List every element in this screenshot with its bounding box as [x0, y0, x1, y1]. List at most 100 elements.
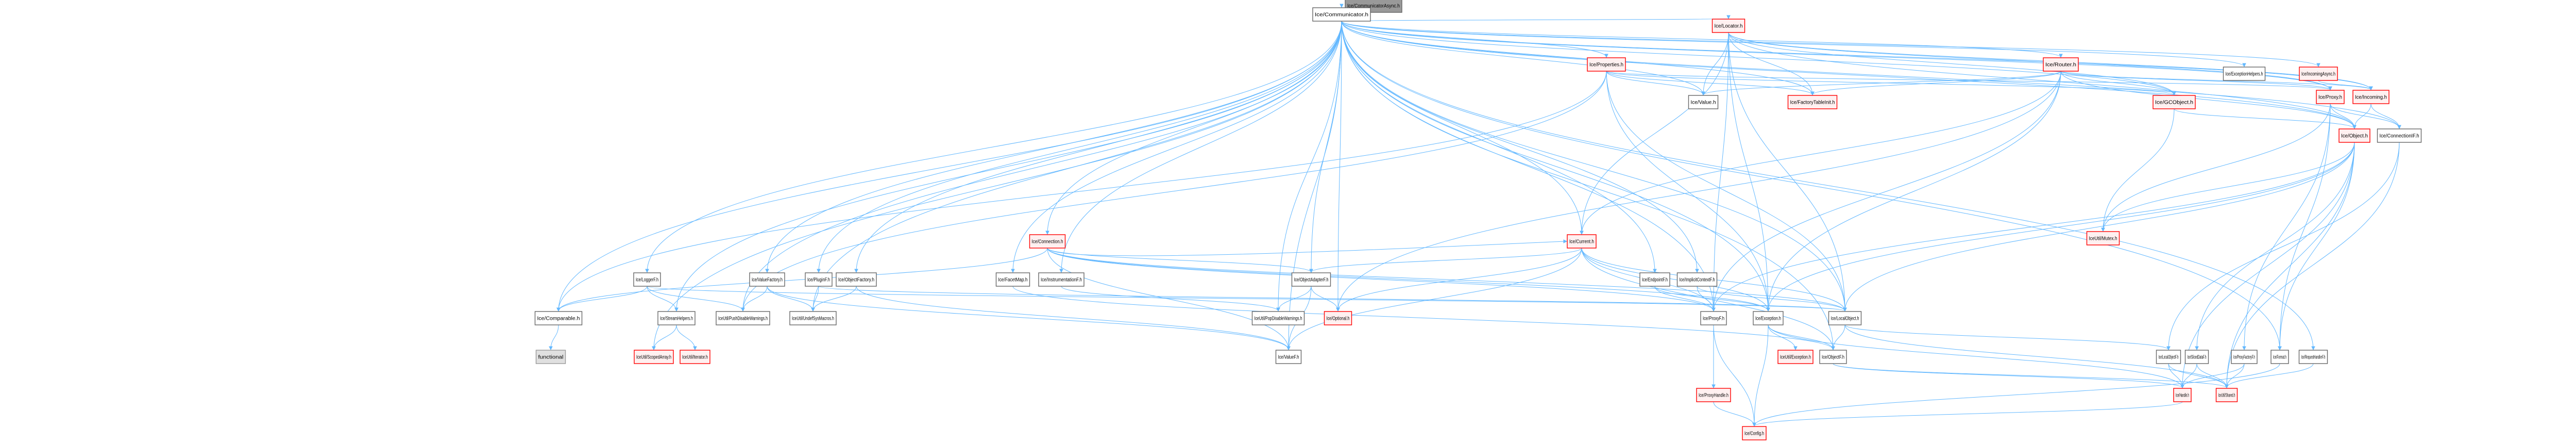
node-exchelpers[interactable]: Ice/ExceptionHelpers.h: [2223, 67, 2266, 81]
edge-router-to-gcobject: [2060, 71, 2175, 95]
arrowhead-objectadapterf: [1309, 269, 1313, 273]
edge-comm-to-loggerf: [647, 21, 1342, 273]
node-proxyf[interactable]: Ice/ProxyF.h: [1700, 311, 1727, 325]
edge-comm-to-incasync: [1341, 21, 2319, 67]
edge-requesthandlerf-to-shared: [2226, 363, 2314, 388]
edge-localobject-to-objectf: [1833, 324, 1845, 350]
node-label: Ice/Comparable.h: [537, 316, 580, 322]
edge-connectionif-to-shared: [2226, 142, 2400, 388]
node-label: Ice/GCObject.h: [2155, 100, 2193, 106]
node-label: Ice/Object.h: [2341, 134, 2368, 139]
edge-incoming-to-object: [2354, 103, 2371, 129]
node-properties[interactable]: Ice/Properties.h: [1587, 57, 1626, 72]
arrowhead-optional: [1336, 307, 1340, 312]
node-iceutilexception[interactable]: IceUtil/Exception.h: [1777, 350, 1814, 364]
node-incasync[interactable]: Ice/IncomingAsync.h: [2299, 67, 2338, 81]
node-optional[interactable]: Ice/Optional.h: [1324, 311, 1352, 325]
arrowhead-current: [1563, 239, 1568, 243]
node-loggerf[interactable]: Ice/LoggerF.h: [633, 272, 661, 287]
arrowhead-iterator: [693, 346, 697, 351]
edge-instrumentationf-to-popdisable: [1061, 286, 1279, 311]
edge-comm-to-pushdisable: [742, 21, 1342, 311]
node-iterator[interactable]: IceUtil/Iterator.h: [680, 350, 710, 364]
node-object[interactable]: Ice/Object.h: [2338, 128, 2370, 143]
node-incoming[interactable]: Ice/Incoming.h: [2352, 90, 2389, 104]
edge-comm-to-current: [1341, 21, 1582, 235]
node-popdisable[interactable]: IceUtil/PopDisableWarnings.h: [1251, 311, 1305, 325]
edge-valuefactory-to-pushdisable: [742, 286, 768, 311]
edge-router-to-proxyf: [1713, 71, 2061, 311]
node-box: [535, 350, 566, 364]
node-streamhelpers[interactable]: Ice/StreamHelpers.h: [657, 311, 696, 325]
node-box: [2086, 231, 2120, 245]
edge-object-to-sliceddataf: [2196, 142, 2355, 350]
node-objectf[interactable]: Ice/ObjectF.h: [1819, 350, 1847, 364]
node-label: Ice/IncomingAsync.h: [2301, 72, 2335, 77]
edge-comm-to-localobject: [1341, 21, 1845, 311]
node-proxyhandle[interactable]: Ice/ProxyHandle.h: [1696, 388, 1731, 402]
arrowhead-proxyf: [1711, 307, 1716, 312]
edge-locator-to-value: [1703, 32, 1729, 95]
node-sliceddataf[interactable]: Ice/SlicedDataF.h: [2184, 350, 2209, 364]
node-handle[interactable]: Ice/Handle.h: [2173, 388, 2192, 402]
edge-properties-to-value: [1606, 71, 1704, 95]
node-requesthandlerf[interactable]: Ice/RequestHandlerF.h: [2298, 350, 2328, 364]
edge-object-to-proxyf: [1713, 142, 2355, 311]
node-box: [1324, 311, 1352, 325]
node-box: [1312, 7, 1371, 22]
node-label: IceUtil/UndefSysMacros.h: [792, 316, 834, 322]
node-box: [1700, 311, 1727, 325]
edge-properties-to-pushdisable: [742, 71, 1607, 311]
node-label: IceUtil/Exception.h: [1780, 355, 1811, 360]
node-implicitcontextf[interactable]: Ice/ImplicitContextF.h: [1676, 272, 1718, 287]
node-label: Ice/ProxyFactoryF.h: [2233, 355, 2255, 360]
node-valuef[interactable]: Ice/ValueF.h: [1275, 350, 1302, 364]
node-shared[interactable]: IceUtil/Shared.h: [2215, 388, 2238, 402]
node-router[interactable]: Ice/Router.h: [2043, 57, 2079, 72]
node-objectadapterf[interactable]: Ice/ObjectAdapterF.h: [1291, 272, 1331, 287]
node-proxyfactoryf[interactable]: Ice/ProxyFactoryF.h: [2231, 350, 2258, 364]
edge-comm-to-gcobject: [1341, 21, 2175, 95]
node-config[interactable]: Ice/Config.h: [1742, 426, 1767, 440]
node-box: [2298, 350, 2328, 364]
node-factorytable[interactable]: Ice/FactoryTableInit.h: [1787, 95, 1838, 109]
node-label: Ice/Format.h: [2273, 355, 2286, 360]
edge-proxyhandle-to-config: [1713, 401, 1755, 426]
node-label: Ice/ObjectAdapterF.h: [1294, 277, 1329, 283]
node-comm[interactable]: Ice/Communicator.h: [1312, 7, 1371, 22]
node-valuefactory[interactable]: Ice/ValueFactory.h: [749, 272, 785, 287]
edge-proxyf-to-config: [1713, 324, 1755, 426]
arrowhead-proxyfactoryf: [2242, 346, 2246, 351]
node-pluginf[interactable]: Ice/PluginF.h: [805, 272, 833, 287]
node-localobjectf[interactable]: Ice/LocalObjectF.h: [2156, 350, 2181, 364]
node-facetmap[interactable]: Ice/FacetMap.h: [995, 272, 1030, 287]
node-connection[interactable]: Ice/Connection.h: [1029, 234, 1066, 249]
node-localobject[interactable]: Ice/LocalObject.h: [1828, 311, 1862, 325]
edge-proxy-to-mutex: [2103, 103, 2331, 232]
node-comparable[interactable]: Ice/Comparable.h: [534, 311, 583, 325]
node-connectionif[interactable]: Ice/ConnectionIF.h: [2377, 128, 2422, 143]
arrowhead-exchelpers: [2242, 63, 2246, 68]
node-gcobject[interactable]: Ice/GCObject.h: [2153, 95, 2196, 109]
node-scopedarray[interactable]: IceUtil/ScopedArray.h: [634, 350, 674, 364]
node-endpointf[interactable]: Ice/EndpointF.h: [1639, 272, 1670, 287]
node-pushdisable[interactable]: IceUtil/PushDisableWarnings.h: [716, 311, 770, 325]
arrowhead-properties: [1604, 54, 1608, 58]
node-format[interactable]: Ice/Format.h: [2270, 350, 2289, 364]
edge-router-to-value: [1703, 71, 2061, 95]
node-current[interactable]: Ice/Current.h: [1567, 234, 1597, 249]
edge-properties-to-localobject: [1606, 71, 1845, 311]
node-proxy[interactable]: Ice/Proxy.h: [2316, 90, 2345, 104]
edge-objectadapterf-to-popdisable: [1278, 286, 1312, 311]
edge-incasync-to-incoming: [2318, 80, 2371, 90]
node-box: [657, 311, 696, 325]
node-objectfactory[interactable]: Ice/ObjectFactory.h: [836, 272, 877, 287]
node-instrumentationf[interactable]: Ice/InstrumentationF.h: [1038, 272, 1084, 287]
node-mutex[interactable]: IceUtil/Mutex.h: [2086, 231, 2120, 245]
node-label: IceUtil/Mutex.h: [2089, 236, 2117, 242]
node-locator[interactable]: Ice/Locator.h: [1711, 19, 1745, 33]
arrowhead-loggerf: [645, 269, 649, 273]
node-exception[interactable]: Ice/Exception.h: [1753, 311, 1784, 325]
node-undefsys[interactable]: IceUtil/UndefSysMacros.h: [789, 311, 837, 325]
node-value[interactable]: Ice/Value.h: [1688, 95, 1719, 109]
